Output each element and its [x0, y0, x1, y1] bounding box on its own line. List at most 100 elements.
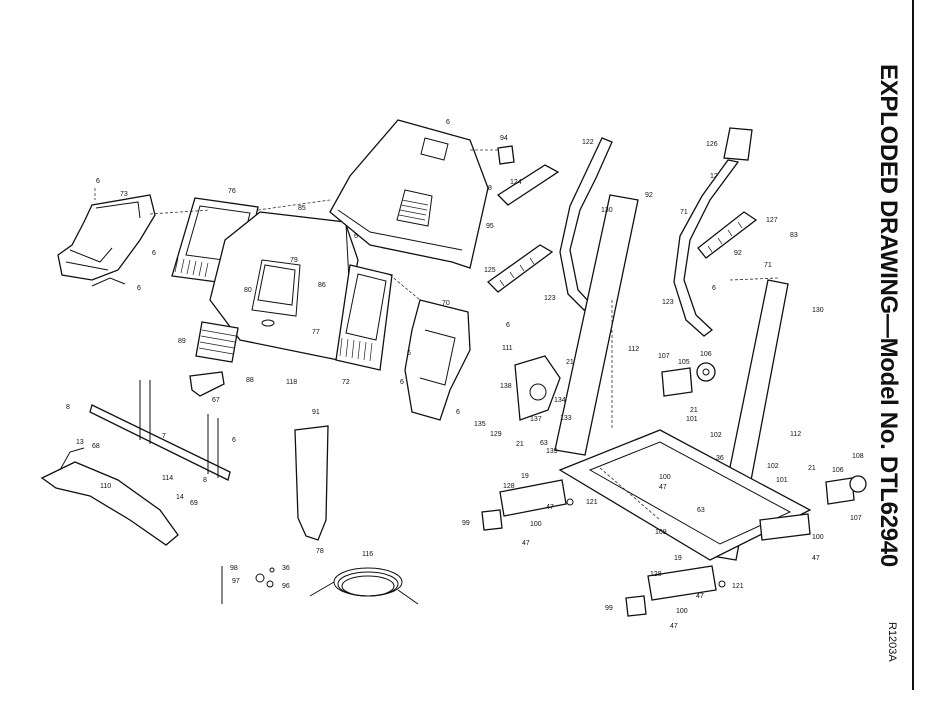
callout-86: 86 [318, 282, 326, 289]
callout-8-c: 8 [203, 477, 207, 484]
callout-72: 72 [342, 379, 350, 386]
callout-109: 109 [655, 529, 667, 536]
drawing-code: R1203A [886, 622, 898, 662]
callout-19: 19 [521, 473, 529, 480]
callout-78: 78 [316, 548, 324, 555]
callout-98: 98 [230, 565, 238, 572]
callout-8-b: 8 [66, 404, 70, 411]
part-127-handle-pad [697, 211, 758, 259]
callout-97: 97 [232, 578, 240, 585]
callout-88: 88 [246, 377, 254, 384]
callout-110: 110 [100, 483, 111, 490]
callout-116: 116 [362, 551, 373, 558]
part-128-right-foot [625, 580, 726, 617]
callout-91: 91 [312, 409, 320, 416]
part-91-belt [294, 425, 329, 541]
callout-36-b: 36 [716, 455, 724, 462]
callout-70: 70 [442, 300, 450, 307]
part-72-side-frame [335, 264, 393, 371]
callout-127: 127 [766, 217, 778, 224]
callout-67: 67 [212, 397, 220, 404]
callout-129: 129 [490, 431, 502, 438]
callout-139: 139 [546, 448, 558, 455]
callout-83: 83 [790, 232, 798, 239]
callout-112: 112 [628, 346, 639, 353]
callout-124: 124 [510, 179, 522, 186]
callout-6-g: 6 [400, 379, 404, 386]
callout-126: 126 [706, 141, 718, 148]
callout-99: 99 [462, 520, 470, 527]
callout-7: 7 [162, 433, 166, 440]
part-110-base-rail [40, 447, 179, 546]
callout-100-d: 100 [676, 608, 688, 615]
callout-6-f: 6 [407, 350, 411, 357]
callout-130: 130 [601, 207, 613, 214]
part-128-left-foot [481, 498, 574, 531]
callout-111: 111 [502, 345, 513, 352]
callout-8: 8 [488, 185, 492, 192]
callout-6-j: 6 [506, 322, 510, 329]
callout-101: 101 [686, 416, 698, 423]
callout-71: 71 [680, 209, 688, 216]
callout-47-c: 47 [546, 504, 554, 511]
small-hardware-group [221, 566, 275, 604]
callout-100: 100 [659, 474, 671, 481]
callout-125: 125 [484, 267, 496, 274]
callout-79: 79 [290, 257, 298, 264]
callout-105: 105 [678, 359, 690, 366]
callout-107: 107 [658, 353, 670, 360]
part-7-crossbar [89, 380, 231, 481]
callout-6-c: 6 [137, 285, 141, 292]
callout-6-d: 6 [446, 119, 450, 126]
callout-118: 118 [286, 379, 297, 386]
callout-128: 128 [503, 483, 515, 490]
part-123-left-upright [554, 137, 639, 456]
callout-123: 123 [544, 295, 556, 302]
callout-106-b: 106 [832, 467, 844, 474]
callout-21-b: 21 [516, 441, 524, 448]
callout-71-b: 71 [764, 262, 772, 269]
callout-76: 76 [228, 188, 236, 195]
part-88-bracket [189, 371, 225, 397]
callout-134: 134 [554, 397, 566, 404]
callout-6-i: 6 [232, 437, 236, 444]
callout-94: 94 [500, 135, 508, 142]
callout-106: 106 [700, 351, 712, 358]
callout-47-e: 47 [696, 593, 704, 600]
callout-96: 96 [282, 583, 290, 590]
callout-138: 138 [500, 383, 512, 390]
part-125-handle-pad [486, 244, 554, 293]
page-title: EXPLODED DRAWING—Model No. DTL62940 [875, 64, 902, 567]
callout-102-b: 102 [767, 463, 779, 470]
callout-85: 85 [298, 205, 306, 212]
part-105-roller-bracket [661, 362, 716, 397]
callout-121-b: 121 [732, 583, 744, 590]
part-94-clip [497, 145, 515, 165]
part-126-right-cap [723, 127, 753, 161]
callout-133: 133 [560, 415, 572, 422]
callout-6-k: 6 [712, 285, 716, 292]
callout-21-d: 21 [808, 465, 816, 472]
callout-14: 14 [176, 494, 184, 501]
part-116-cable-coil [309, 567, 419, 605]
part-89-grille [195, 321, 239, 363]
part-106-right-roller [825, 475, 867, 505]
callout-47: 47 [659, 484, 667, 491]
callout-121: 121 [586, 499, 598, 506]
callout-63: 63 [540, 440, 548, 447]
callout-102: 102 [710, 432, 722, 439]
callout-92: 92 [645, 192, 653, 199]
assembly-leaders [149, 149, 779, 521]
callout-63-b: 63 [697, 507, 705, 514]
callout-6-h: 6 [456, 409, 460, 416]
callout-6-a: 6 [96, 178, 100, 185]
callout-19-b: 19 [674, 555, 682, 562]
callout-101-b: 101 [776, 477, 788, 484]
callout-92-b: 92 [734, 250, 742, 257]
callout-95: 95 [486, 223, 494, 230]
callout-21: 21 [566, 359, 574, 366]
part-138-motor-bracket [514, 355, 561, 421]
callout-130-b: 130 [812, 307, 824, 314]
part-73-left-shroud [57, 188, 156, 287]
callout-80: 80 [244, 287, 252, 294]
